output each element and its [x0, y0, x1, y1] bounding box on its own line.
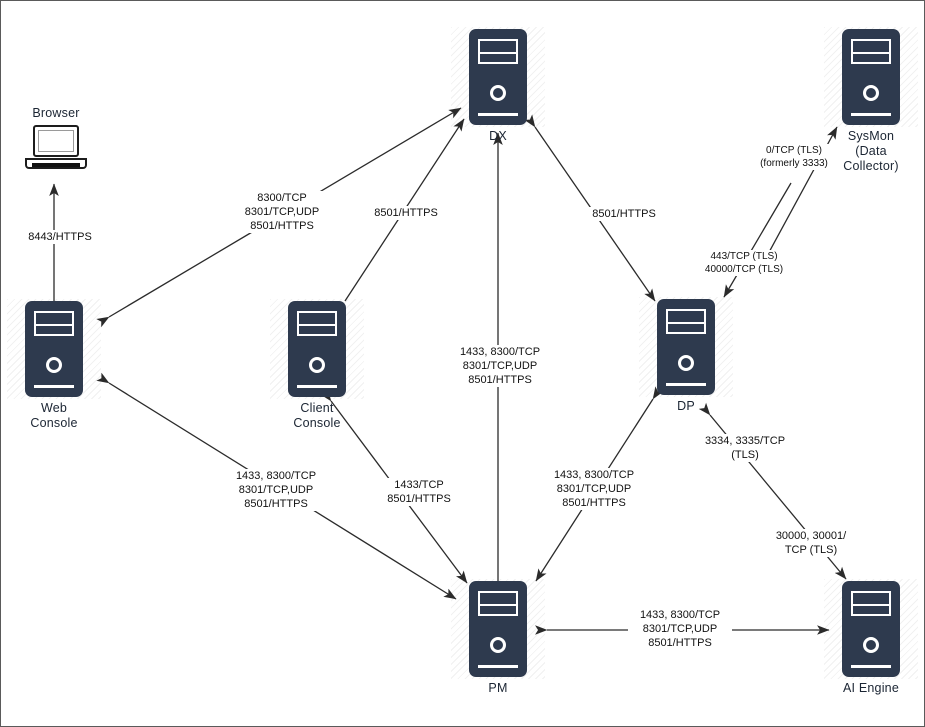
- edge-label-client-console-dx: 8501/HTTPS: [367, 206, 445, 220]
- edge-label-dp-ai-engine-lower: 30000, 30001/ TCP (TLS): [765, 529, 857, 557]
- node-web-console-label: Web Console: [30, 401, 78, 430]
- server-tower-icon: [469, 581, 527, 677]
- edge-label-browser-web-console: 8443/HTTPS: [23, 230, 97, 244]
- node-dp-label: DP: [677, 399, 695, 413]
- laptop-icon: [25, 125, 87, 169]
- server-tower-icon: [25, 301, 83, 397]
- edge-label-client-console-pm: 1433/TCP 8501/HTTPS: [379, 478, 459, 506]
- node-sysmon[interactable]: SysMon (Data Collector): [824, 27, 918, 174]
- edge-sysmon-dp: [723, 182, 792, 298]
- node-browser-label: Browser: [32, 106, 80, 120]
- edge-label-web-console-pm: 1433, 8300/TCP 8301/TCP,UDP 8501/HTTPS: [224, 469, 328, 511]
- node-pm-label: PM: [488, 681, 508, 695]
- node-pm[interactable]: PM: [451, 579, 545, 696]
- edge-label-dp-pm: 1433, 8300/TCP 8301/TCP,UDP 8501/HTTPS: [542, 468, 646, 510]
- server-tower-icon: [469, 29, 527, 125]
- server-tower-icon: [842, 29, 900, 125]
- node-dp[interactable]: DP: [639, 297, 733, 414]
- node-browser[interactable]: Browser: [25, 106, 87, 169]
- edge-label-dp-ai-engine-upper: 3334, 3335/TCP (TLS): [695, 434, 795, 462]
- server-tower-icon: [842, 581, 900, 677]
- node-sysmon-label: SysMon (Data Collector): [843, 129, 899, 173]
- node-client-console[interactable]: Client Console: [270, 299, 364, 431]
- edge-label-dx-dp: 8501/HTTPS: [585, 207, 663, 221]
- node-web-console[interactable]: Web Console: [7, 299, 101, 431]
- node-ai-engine-label: AI Engine: [842, 681, 899, 695]
- edge-label-dx-pm: 1433, 8300/TCP 8301/TCP,UDP 8501/HTTPS: [448, 345, 552, 387]
- server-tower-icon: [657, 299, 715, 395]
- edge-label-pm-ai-engine: 1433, 8300/TCP 8301/TCP,UDP 8501/HTTPS: [628, 608, 732, 650]
- server-tower-icon: [288, 301, 346, 397]
- edge-label-web-console-dx: 8300/TCP 8301/TCP,UDP 8501/HTTPS: [230, 191, 334, 233]
- node-client-console-label: Client Console: [293, 401, 341, 430]
- node-ai-engine[interactable]: AI Engine: [824, 579, 918, 696]
- node-dx-label: DX: [489, 129, 507, 143]
- edge-label-sysmon-dp-uplink: 0/TCP (TLS) (formerly 3333): [746, 144, 842, 170]
- edge-label-dp-sysmon-ports: 443/TCP (TLS) 40000/TCP (TLS): [691, 250, 797, 276]
- node-dx[interactable]: DX: [451, 27, 545, 144]
